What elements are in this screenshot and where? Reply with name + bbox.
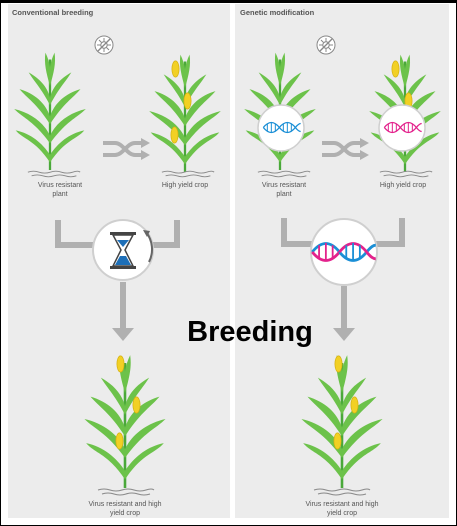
corn-cob bbox=[171, 127, 178, 143]
gene-circle bbox=[258, 105, 304, 151]
corn-cob bbox=[351, 397, 358, 413]
top-bar bbox=[0, 0, 457, 3]
corn-cob bbox=[392, 61, 399, 77]
corn-cob bbox=[172, 61, 179, 77]
label-offspring: Virus resistant and high yield crop bbox=[282, 500, 402, 518]
label-high-yield-crop: High yield crop bbox=[358, 181, 448, 190]
virus-crossed-icon bbox=[317, 36, 335, 54]
panel-heading-conventional: Conventional breeding bbox=[12, 8, 192, 17]
corn-cob bbox=[117, 356, 124, 372]
corn-cob bbox=[133, 397, 140, 413]
panel-heading-genetic: Genetic modification bbox=[240, 8, 420, 17]
corn-cob bbox=[116, 433, 123, 449]
label-high-yield-crop: High yield crop bbox=[140, 181, 230, 190]
label-offspring: Virus resistant and high yield crop bbox=[65, 500, 185, 518]
corn-cob bbox=[334, 433, 341, 449]
virus-crossed-icon bbox=[95, 36, 113, 54]
overlay-title: Breeding bbox=[150, 312, 350, 352]
label-virus-resistant-plant: Virus resistant plant bbox=[15, 181, 105, 199]
label-virus-resistant-plant: Virus resistant plant bbox=[239, 181, 329, 199]
corn-cob bbox=[335, 356, 342, 372]
gene-circle bbox=[379, 105, 425, 151]
corn-cob bbox=[184, 93, 191, 109]
down-arrow-shaft bbox=[120, 282, 126, 330]
